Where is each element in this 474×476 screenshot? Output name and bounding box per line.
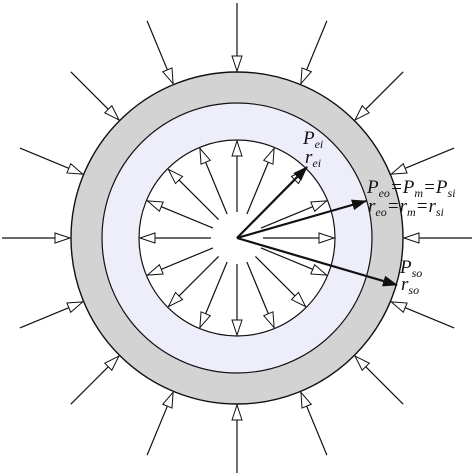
internal-pressure-arrow — [260, 200, 329, 229]
internal-pressure-arrow — [199, 146, 228, 215]
external-pressure-arrow — [389, 147, 455, 175]
label-radius-equality: reo=rm=rsi — [368, 196, 444, 219]
external-pressure-arrow — [19, 147, 85, 175]
external-pressure-arrow — [70, 71, 121, 122]
label-r-so: rso — [401, 274, 419, 297]
external-pressure-arrows — [2, 3, 472, 473]
internal-pressure-arrow — [167, 168, 220, 221]
external-pressure-arrow — [300, 20, 328, 86]
external-pressure-arrow — [389, 301, 455, 329]
internal-pressure-arrow — [246, 146, 275, 215]
internal-pressure-arrow — [167, 255, 220, 308]
radius-arrow-ei — [236, 166, 308, 239]
label-pressure-equality: Peo=Pm=Psi — [366, 177, 456, 200]
external-pressure-arrow — [146, 20, 174, 86]
internal-pressure-arrow — [260, 247, 329, 276]
radius-arrow-eo-m-si — [236, 199, 367, 240]
internal-pressure-arrow — [145, 200, 214, 229]
internal-pressure-arrows — [138, 139, 336, 337]
label-p-ei: Pei — [302, 128, 323, 151]
internal-pressure-arrow — [199, 261, 228, 330]
external-pressure-arrow — [300, 390, 328, 456]
radius-arrow-so — [236, 236, 398, 287]
external-pressure-arrow — [353, 71, 404, 122]
label-p-so: Pso — [399, 257, 422, 280]
external-pressure-arrow — [19, 301, 85, 329]
external-pressure-arrow — [146, 390, 174, 456]
external-pressure-arrow — [353, 354, 404, 405]
internal-pressure-arrow — [254, 255, 307, 308]
external-pressure-arrow — [70, 354, 121, 405]
internal-pressure-arrow — [145, 247, 214, 276]
internal-pressure-arrow — [246, 261, 275, 330]
label-r-ei: rei — [305, 147, 321, 170]
